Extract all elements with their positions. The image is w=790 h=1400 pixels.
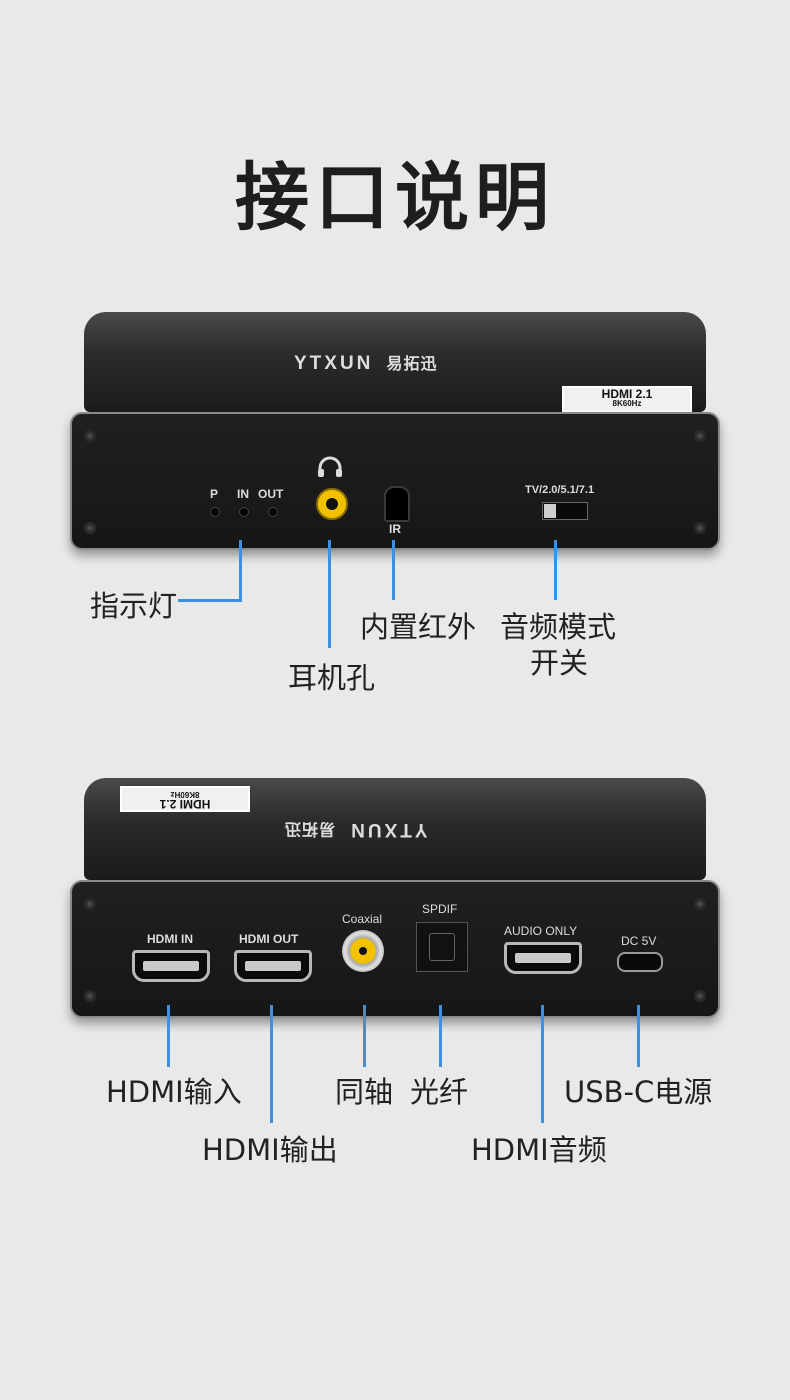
hdmi-out-port	[234, 950, 312, 982]
screw-icon	[694, 990, 706, 1002]
callout-optical: 光纤	[410, 1075, 469, 1109]
screw-icon	[84, 522, 96, 534]
screw-icon	[694, 430, 706, 442]
callout-line	[637, 1005, 640, 1067]
screw-icon	[84, 990, 96, 1002]
audio-only-label: AUDIO ONLY	[504, 924, 578, 938]
hdmi-in-port	[132, 950, 210, 982]
callout-line	[554, 540, 557, 600]
ir-window	[384, 486, 410, 522]
hdmi-audio-port	[504, 942, 582, 974]
ir-label: IR	[389, 522, 401, 536]
audio-mode-switch	[542, 502, 588, 520]
page-title: 接口说明	[235, 155, 555, 241]
device-top-surface: YTXUN 易拓迅 HDMI 2.1 8K60Hz	[84, 312, 706, 412]
spdif-optical-port	[416, 922, 468, 972]
led-out	[268, 507, 278, 517]
device-top-surface: HDMI 2.1 8K60Hz YTXUN 易拓迅	[84, 778, 706, 880]
headphone-icon	[317, 456, 343, 482]
spdif-label: SPDIF	[422, 902, 458, 916]
dc-label: DC 5V	[621, 934, 657, 948]
coaxial-label: Coaxial	[342, 912, 383, 926]
callout-line	[270, 1005, 273, 1123]
led-label-out: OUT	[258, 487, 284, 501]
callout-hdmi-audio: HDMI音频	[471, 1133, 607, 1167]
callout-indicator: 指示灯	[90, 589, 178, 623]
hdmi-in-label: HDMI IN	[147, 932, 193, 946]
callout-headphone: 耳机孔	[288, 661, 376, 695]
callout-line	[439, 1005, 442, 1067]
callout-ir: 内置红外	[360, 610, 477, 644]
led-label-p: P	[210, 487, 219, 501]
headphone-jack	[316, 488, 348, 520]
usb-c-port	[617, 952, 663, 972]
callout-audio-mode-switch: 开关	[530, 646, 589, 680]
back-panel: HDMI IN HDMI OUT Coaxial SPDIF AUDIO ONL…	[70, 880, 720, 1018]
hdmi-badge: HDMI 2.1 8K60Hz	[120, 786, 250, 812]
hdmi-out-label: HDMI OUT	[239, 932, 299, 946]
callout-line	[363, 1005, 366, 1067]
callout-hdmi-in: HDMI输入	[106, 1075, 242, 1109]
front-panel: P IN OUT IR TV/2.0/5.1/7.1	[70, 412, 720, 550]
back-device-image: HDMI 2.1 8K60Hz YTXUN 易拓迅 HDMI IN HDMI O…	[70, 778, 720, 1018]
screw-icon	[84, 430, 96, 442]
brand-logo-cn: 易拓迅	[284, 820, 336, 837]
led-power	[210, 507, 220, 517]
front-device-image: YTXUN 易拓迅 HDMI 2.1 8K60Hz P IN OUT IR TV…	[70, 312, 720, 552]
brand-logo: YTXUN	[294, 353, 374, 374]
switch-label: TV/2.0/5.1/7.1	[525, 484, 595, 496]
led-label-in: IN	[237, 487, 249, 501]
callout-line	[328, 540, 331, 648]
callout-audio-mode: 音频模式	[500, 610, 617, 644]
brand-logo: YTXUN	[348, 819, 428, 840]
hdmi-badge: HDMI 2.1 8K60Hz	[562, 386, 692, 412]
brand-logo-cn: 易拓迅	[386, 356, 438, 373]
screw-icon	[694, 522, 706, 534]
callout-hdmi-out: HDMI输出	[202, 1133, 338, 1167]
callout-line	[541, 1005, 544, 1123]
callout-line	[178, 599, 242, 602]
callout-usbc: USB-C电源	[564, 1075, 713, 1109]
callout-coax: 同轴	[335, 1075, 394, 1109]
callout-line	[239, 540, 242, 602]
screw-icon	[84, 898, 96, 910]
coaxial-rca-port	[342, 930, 384, 972]
led-in	[239, 507, 249, 517]
callout-line	[392, 540, 395, 600]
screw-icon	[694, 898, 706, 910]
callout-line	[167, 1005, 170, 1067]
